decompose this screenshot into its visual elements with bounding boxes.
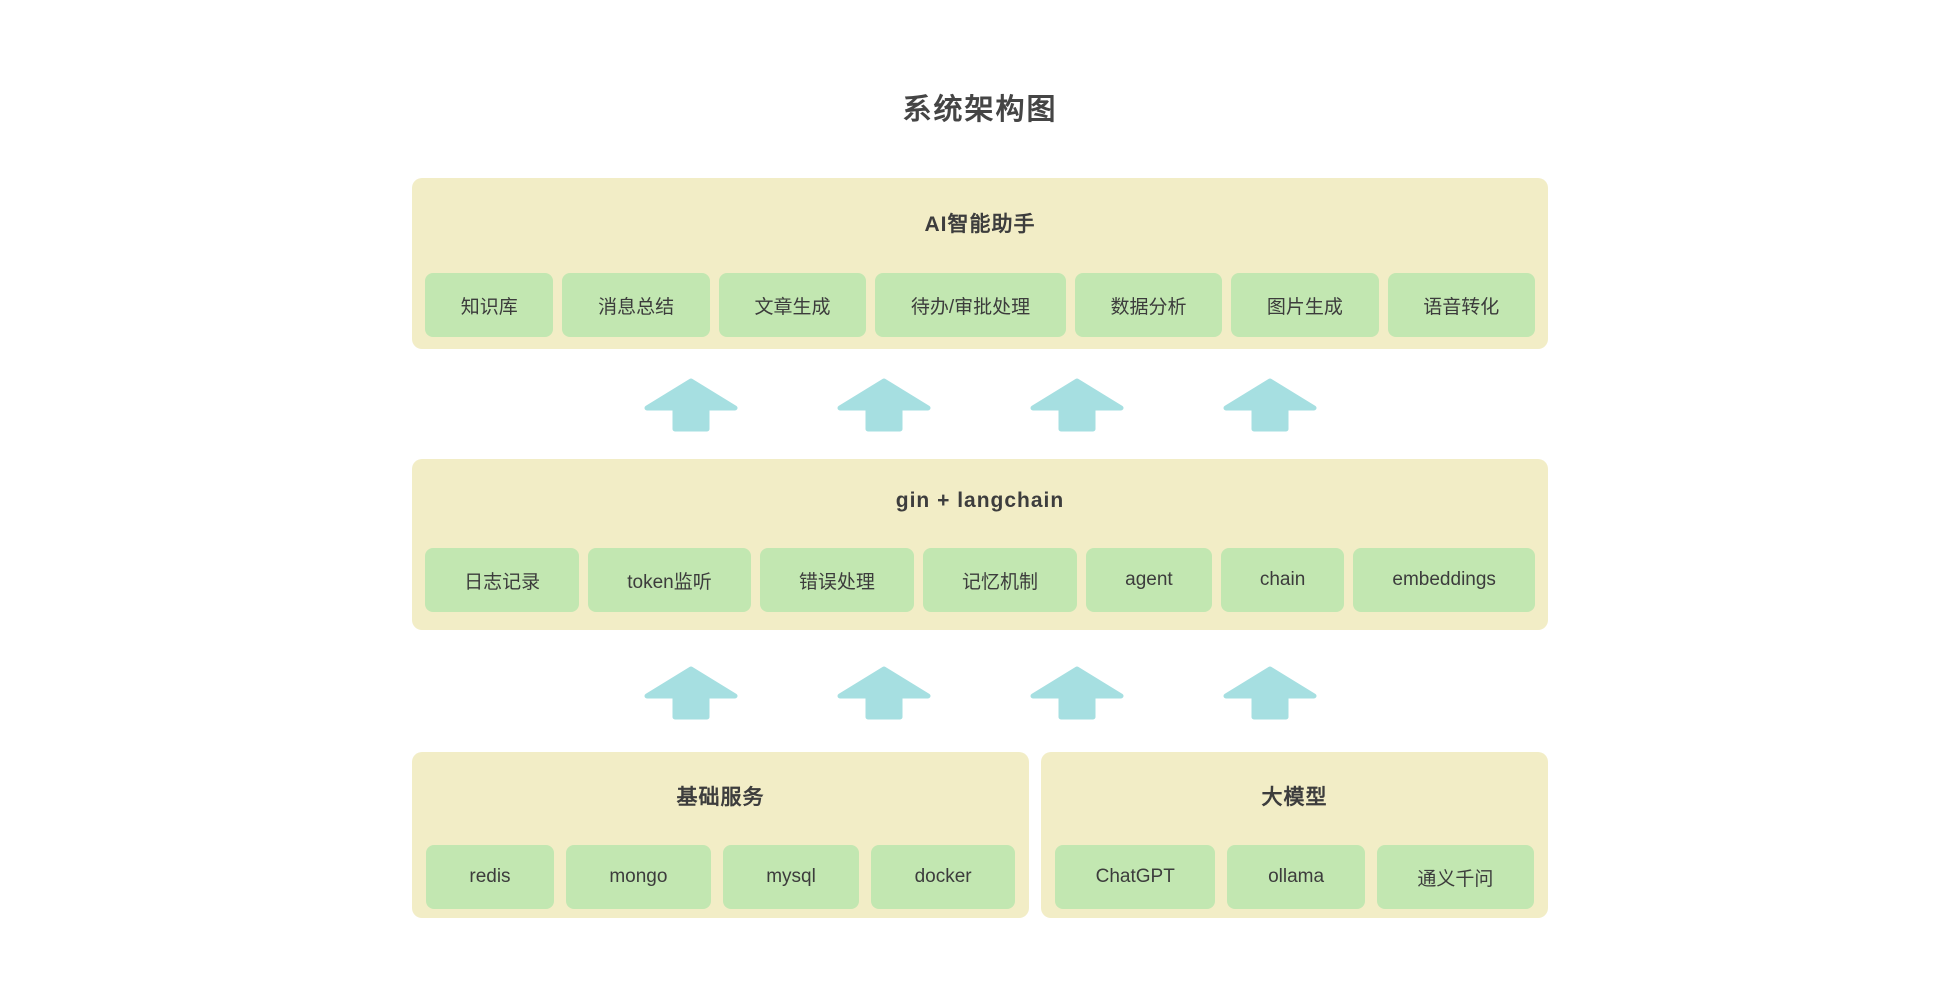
chip: redis: [426, 845, 554, 909]
chip: mongo: [565, 845, 711, 909]
arrow-row: [412, 378, 1548, 432]
arrow-row: [412, 666, 1548, 720]
chip-row: 知识库 消息总结 文章生成 待办/审批处理 数据分析 图片生成 语音转化: [425, 273, 1535, 337]
chip: docker: [871, 845, 1016, 909]
up-arrow-icon: [1030, 666, 1123, 720]
chip: 文章生成: [718, 273, 867, 337]
up-arrow-icon: [644, 666, 737, 720]
chip-row: 日志记录 token监听 错误处理 记忆机制 agent chain embed…: [425, 548, 1536, 612]
chip: agent: [1086, 548, 1212, 612]
up-arrow-icon: [1223, 378, 1316, 432]
chip: chain: [1220, 548, 1345, 612]
chip: 错误处理: [759, 548, 914, 612]
chip-row: redis mongo mysql docker: [426, 845, 1016, 909]
layer-ai-assistant: AI智能助手 知识库 消息总结 文章生成 待办/审批处理 数据分析 图片生成 语…: [412, 178, 1548, 349]
up-arrow-icon: [1223, 666, 1316, 720]
chip: mysql: [722, 845, 860, 909]
chip: ollama: [1227, 845, 1365, 909]
layer-base-services: 基础服务 redis mongo mysql docker: [412, 752, 1029, 918]
chip: 消息总结: [562, 273, 710, 337]
layer-gin-langchain: gin + langchain 日志记录 token监听 错误处理 记忆机制 a…: [412, 459, 1548, 630]
up-arrow-icon: [644, 378, 737, 432]
chip: ChatGPT: [1055, 845, 1216, 909]
layer-title: 基础服务: [676, 786, 765, 809]
up-arrow-icon: [837, 378, 930, 432]
chip: 知识库: [425, 273, 554, 337]
chip: 图片生成: [1231, 273, 1379, 337]
layer-title: AI智能助手: [924, 213, 1036, 236]
chip: 日志记录: [425, 548, 580, 612]
up-arrow-icon: [1030, 378, 1123, 432]
up-arrow-icon: [837, 666, 930, 720]
bottom-row: 基础服务 redis mongo mysql docker 大模型 ChatGP…: [412, 752, 1548, 918]
chip: 待办/审批处理: [875, 273, 1066, 337]
chip: 通义千问: [1376, 845, 1534, 909]
chip-row: ChatGPT ollama 通义千问: [1055, 845, 1534, 909]
layer-title: gin + langchain: [895, 489, 1065, 512]
chip: 语音转化: [1387, 273, 1535, 337]
layer-large-models: 大模型 ChatGPT ollama 通义千问: [1041, 752, 1548, 918]
layer-title: 大模型: [1261, 786, 1328, 809]
chip: 数据分析: [1074, 273, 1223, 337]
page-title: 系统架构图: [902, 94, 1058, 126]
chip: 记忆机制: [922, 548, 1078, 612]
chip: token监听: [588, 548, 751, 612]
chip: embeddings: [1353, 548, 1536, 612]
